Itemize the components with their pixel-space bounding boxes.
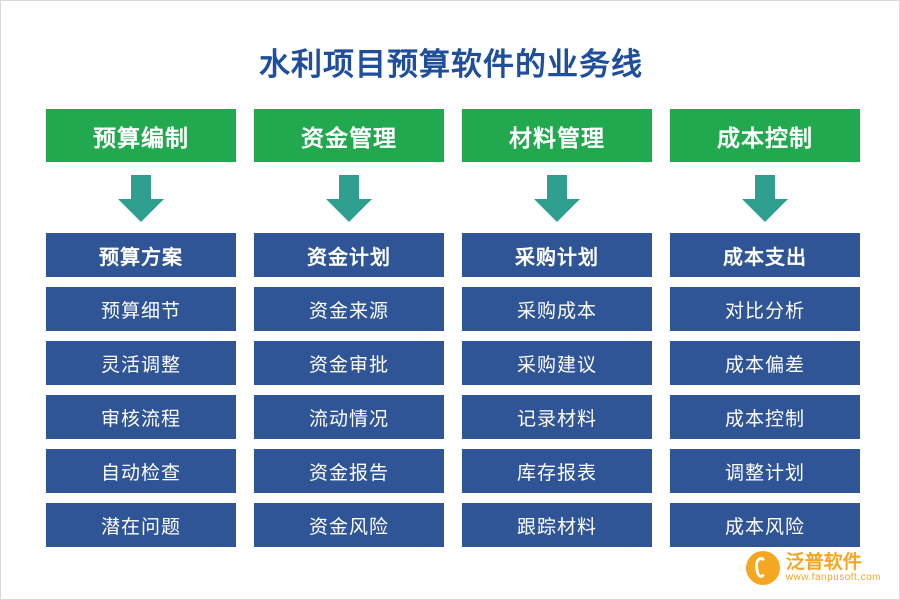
column-material-management: 材料管理 采购计划 采购成本 采购建议 记录材料 库存报表 跟踪材料 [462,109,652,557]
logo-name-en: www.fanpusoft.com [785,571,881,583]
down-arrow-icon [534,162,580,233]
list-item[interactable]: 自动检查 [46,449,236,493]
column-budget-preparation: 预算编制 预算方案 预算细节 灵活调整 审核流程 自动检查 潜在问题 [46,109,236,557]
list-item[interactable]: 采购成本 [462,287,652,331]
column-header[interactable]: 成本控制 [670,109,860,162]
list-item[interactable]: 对比分析 [670,287,860,331]
column-header[interactable]: 预算编制 [46,109,236,162]
column-fund-management: 资金管理 资金计划 资金来源 资金审批 流动情况 资金报告 资金风险 [254,109,444,557]
down-arrow-icon [326,162,372,233]
page-title: 水利项目预算软件的业务线 [259,47,643,83]
list-item[interactable]: 潜在问题 [46,503,236,547]
list-item[interactable]: 调整计划 [670,449,860,493]
column-header[interactable]: 资金管理 [254,109,444,162]
list-item[interactable]: 成本支出 [670,233,860,277]
list-item[interactable]: 成本风险 [670,503,860,547]
list-item[interactable]: 灵活调整 [46,341,236,385]
list-item[interactable]: 预算细节 [46,287,236,331]
logo-name-cn: 泛普软件 [785,550,862,573]
list-item[interactable]: 预算方案 [46,233,236,277]
down-arrow-icon [118,162,164,233]
column-header[interactable]: 材料管理 [462,109,652,162]
fanpu-logo-icon [745,551,780,585]
list-item[interactable]: 资金风险 [254,503,444,547]
list-item[interactable]: 审核流程 [46,395,236,439]
down-arrow-icon [742,162,788,233]
list-item[interactable]: 成本偏差 [670,341,860,385]
fanpu-logo: 泛普软件 www.fanpusoft.com [745,550,881,585]
list-item[interactable]: 库存报表 [462,449,652,493]
list-item[interactable]: 资金来源 [254,287,444,331]
list-item[interactable]: 流动情况 [254,395,444,439]
list-item[interactable]: 资金计划 [254,233,444,277]
list-item[interactable]: 采购计划 [462,233,652,277]
column-cost-control: 成本控制 成本支出 对比分析 成本偏差 成本控制 调整计划 成本风险 [670,109,860,557]
list-item[interactable]: 采购建议 [462,341,652,385]
list-item[interactable]: 资金报告 [254,449,444,493]
list-item[interactable]: 记录材料 [462,395,652,439]
list-item[interactable]: 资金审批 [254,341,444,385]
list-item[interactable]: 成本控制 [670,395,860,439]
columns-container: 预算编制 预算方案 预算细节 灵活调整 审核流程 自动检查 潜在问题 资金管理 … [46,109,860,557]
list-item[interactable]: 跟踪材料 [462,503,652,547]
